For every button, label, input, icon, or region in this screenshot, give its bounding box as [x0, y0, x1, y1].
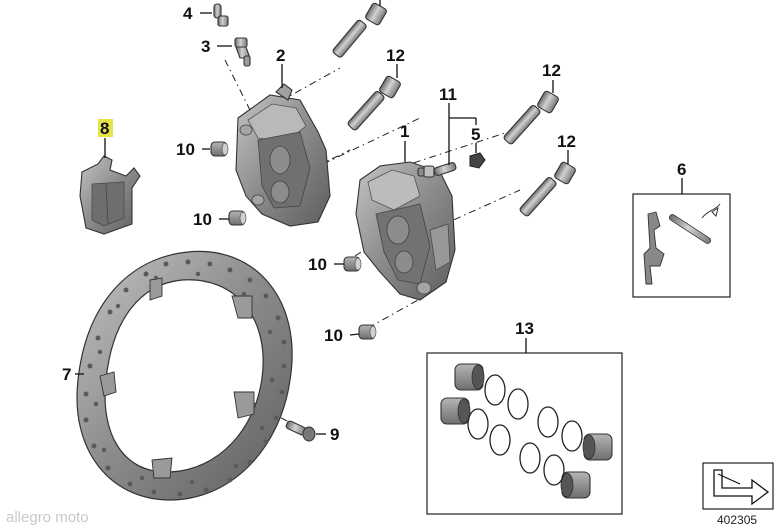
- piston-1: [454, 363, 485, 391]
- callout-11: 11: [439, 85, 457, 104]
- diagram-reference: 402305: [702, 462, 774, 527]
- seal-rings: [467, 374, 583, 486]
- bleed-cap-part: [469, 152, 486, 169]
- brake-disc-part: [76, 250, 293, 501]
- callout-1: 1: [400, 122, 409, 141]
- callout-10-d: 10: [324, 326, 343, 345]
- piston-seal-kit-box: [426, 352, 623, 515]
- callout-4: 4: [183, 4, 193, 23]
- bleed-nipple-part: [417, 162, 457, 178]
- caliper-bolt-12a: [347, 75, 401, 131]
- callout-13: 13: [515, 319, 534, 338]
- callout-8-highlight: [98, 119, 113, 137]
- callout-12-a: 12: [386, 46, 405, 65]
- piston-2: [440, 397, 471, 425]
- brake-pad-part: [79, 155, 141, 235]
- callout-10-c: 10: [308, 255, 327, 274]
- disc-screw-part: [285, 420, 316, 442]
- piston-4: [560, 471, 591, 499]
- caliper-bolt-upper: [332, 2, 387, 58]
- callout-8: 8: [100, 119, 109, 138]
- piston-3: [582, 433, 613, 461]
- bushing-a: [210, 141, 229, 157]
- bushing-d: [358, 324, 377, 340]
- caliper-bolt-12b: [503, 90, 559, 145]
- callout-7: 7: [62, 365, 71, 384]
- watermark-text: allegro moto: [6, 509, 89, 526]
- callout-2: 2: [276, 46, 285, 65]
- bushing-c: [343, 256, 362, 272]
- brake-caliper-right: [355, 161, 456, 301]
- callout-12-c: 12: [557, 132, 576, 151]
- callout-3: 3: [201, 37, 210, 56]
- brake-caliper-left: [235, 83, 331, 227]
- caliper-bolt-12c: [519, 161, 576, 217]
- callout-12-b: 12: [542, 61, 561, 80]
- callout-6: 6: [677, 160, 686, 179]
- callout-10-a: 10: [176, 140, 195, 159]
- diagram-number: 402305: [717, 513, 757, 527]
- callout-leader-lines: [75, 0, 683, 435]
- disc-drill-holes: [83, 259, 287, 497]
- callout-labels: 4 3 2 12 12 12 11 5 1 6 8 10 10 10 10 7 …: [62, 4, 686, 444]
- callout-10-b: 10: [193, 210, 212, 229]
- callout-9: 9: [330, 425, 339, 444]
- arrow-icon: [713, 469, 770, 506]
- callout-5: 5: [471, 125, 480, 144]
- bleed-screw-part: [234, 37, 251, 67]
- bushing-b: [228, 210, 247, 226]
- pin-kit-box: [632, 193, 731, 298]
- bleed-valve-cap-part: [213, 3, 229, 27]
